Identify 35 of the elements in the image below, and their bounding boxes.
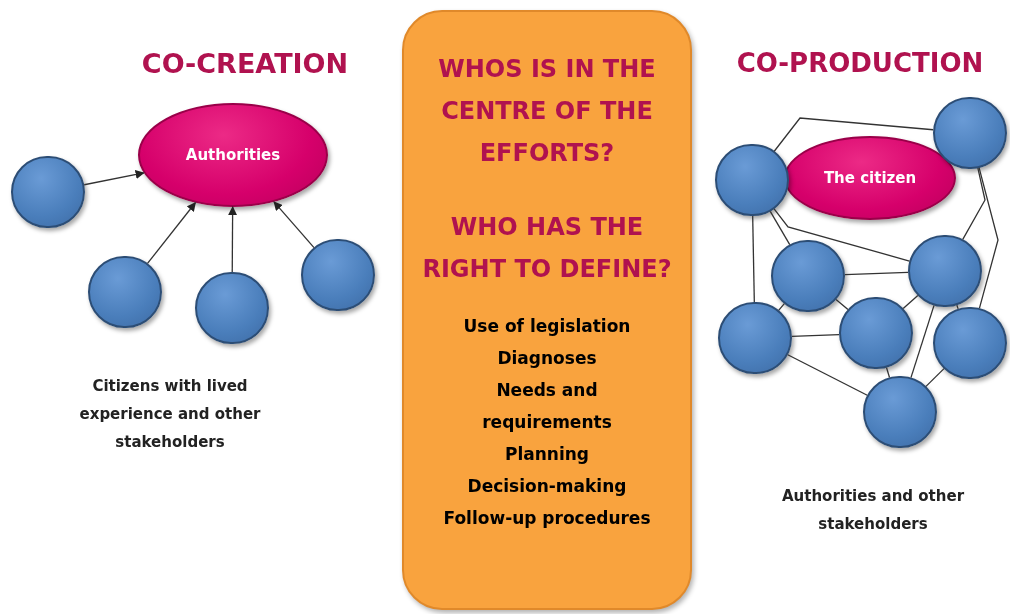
connector-line — [844, 271, 909, 276]
connector-line — [885, 366, 891, 379]
caption-text: Authorities and other stakeholders — [780, 486, 966, 535]
connector-line — [791, 333, 840, 338]
list-item: Use of legislation — [462, 315, 632, 338]
connector-line — [787, 354, 868, 396]
connector-line — [956, 304, 959, 310]
connector-line — [910, 304, 935, 379]
list-item: Decision-making — [466, 475, 628, 498]
connector-line — [902, 294, 919, 310]
question-panel — [402, 10, 692, 610]
connector-line — [835, 298, 849, 311]
connector-line — [752, 215, 755, 303]
arrow — [83, 170, 145, 186]
connector-line — [962, 167, 986, 241]
list-item: Follow-up procedures — [442, 507, 652, 530]
node-label: The citizen — [823, 167, 917, 189]
caption-text: Citizens with lived experience and other stakeholders — [78, 376, 262, 453]
section-heading: CO-PRODUCTION — [735, 47, 985, 80]
list-item: Diagnoses — [496, 347, 598, 370]
arrow — [146, 202, 196, 265]
connector-line — [978, 167, 999, 309]
list-item: Needs and requirements — [481, 379, 613, 434]
question-heading: WHO HAS THE RIGHT TO DEFINE? — [421, 212, 673, 285]
connector-line — [773, 117, 934, 152]
list-item: Planning — [503, 443, 591, 466]
arrow — [228, 206, 238, 273]
connector-line — [925, 367, 945, 388]
arrow — [273, 201, 315, 249]
connector-line — [778, 303, 785, 311]
node-label: Authorities — [185, 144, 281, 166]
connector-line — [773, 208, 911, 262]
connector-line — [769, 210, 791, 246]
question-heading: WHOS IS IN THE CENTRE OF THE EFFORTS? — [437, 54, 657, 169]
section-heading: CO-CREATION — [140, 47, 350, 81]
